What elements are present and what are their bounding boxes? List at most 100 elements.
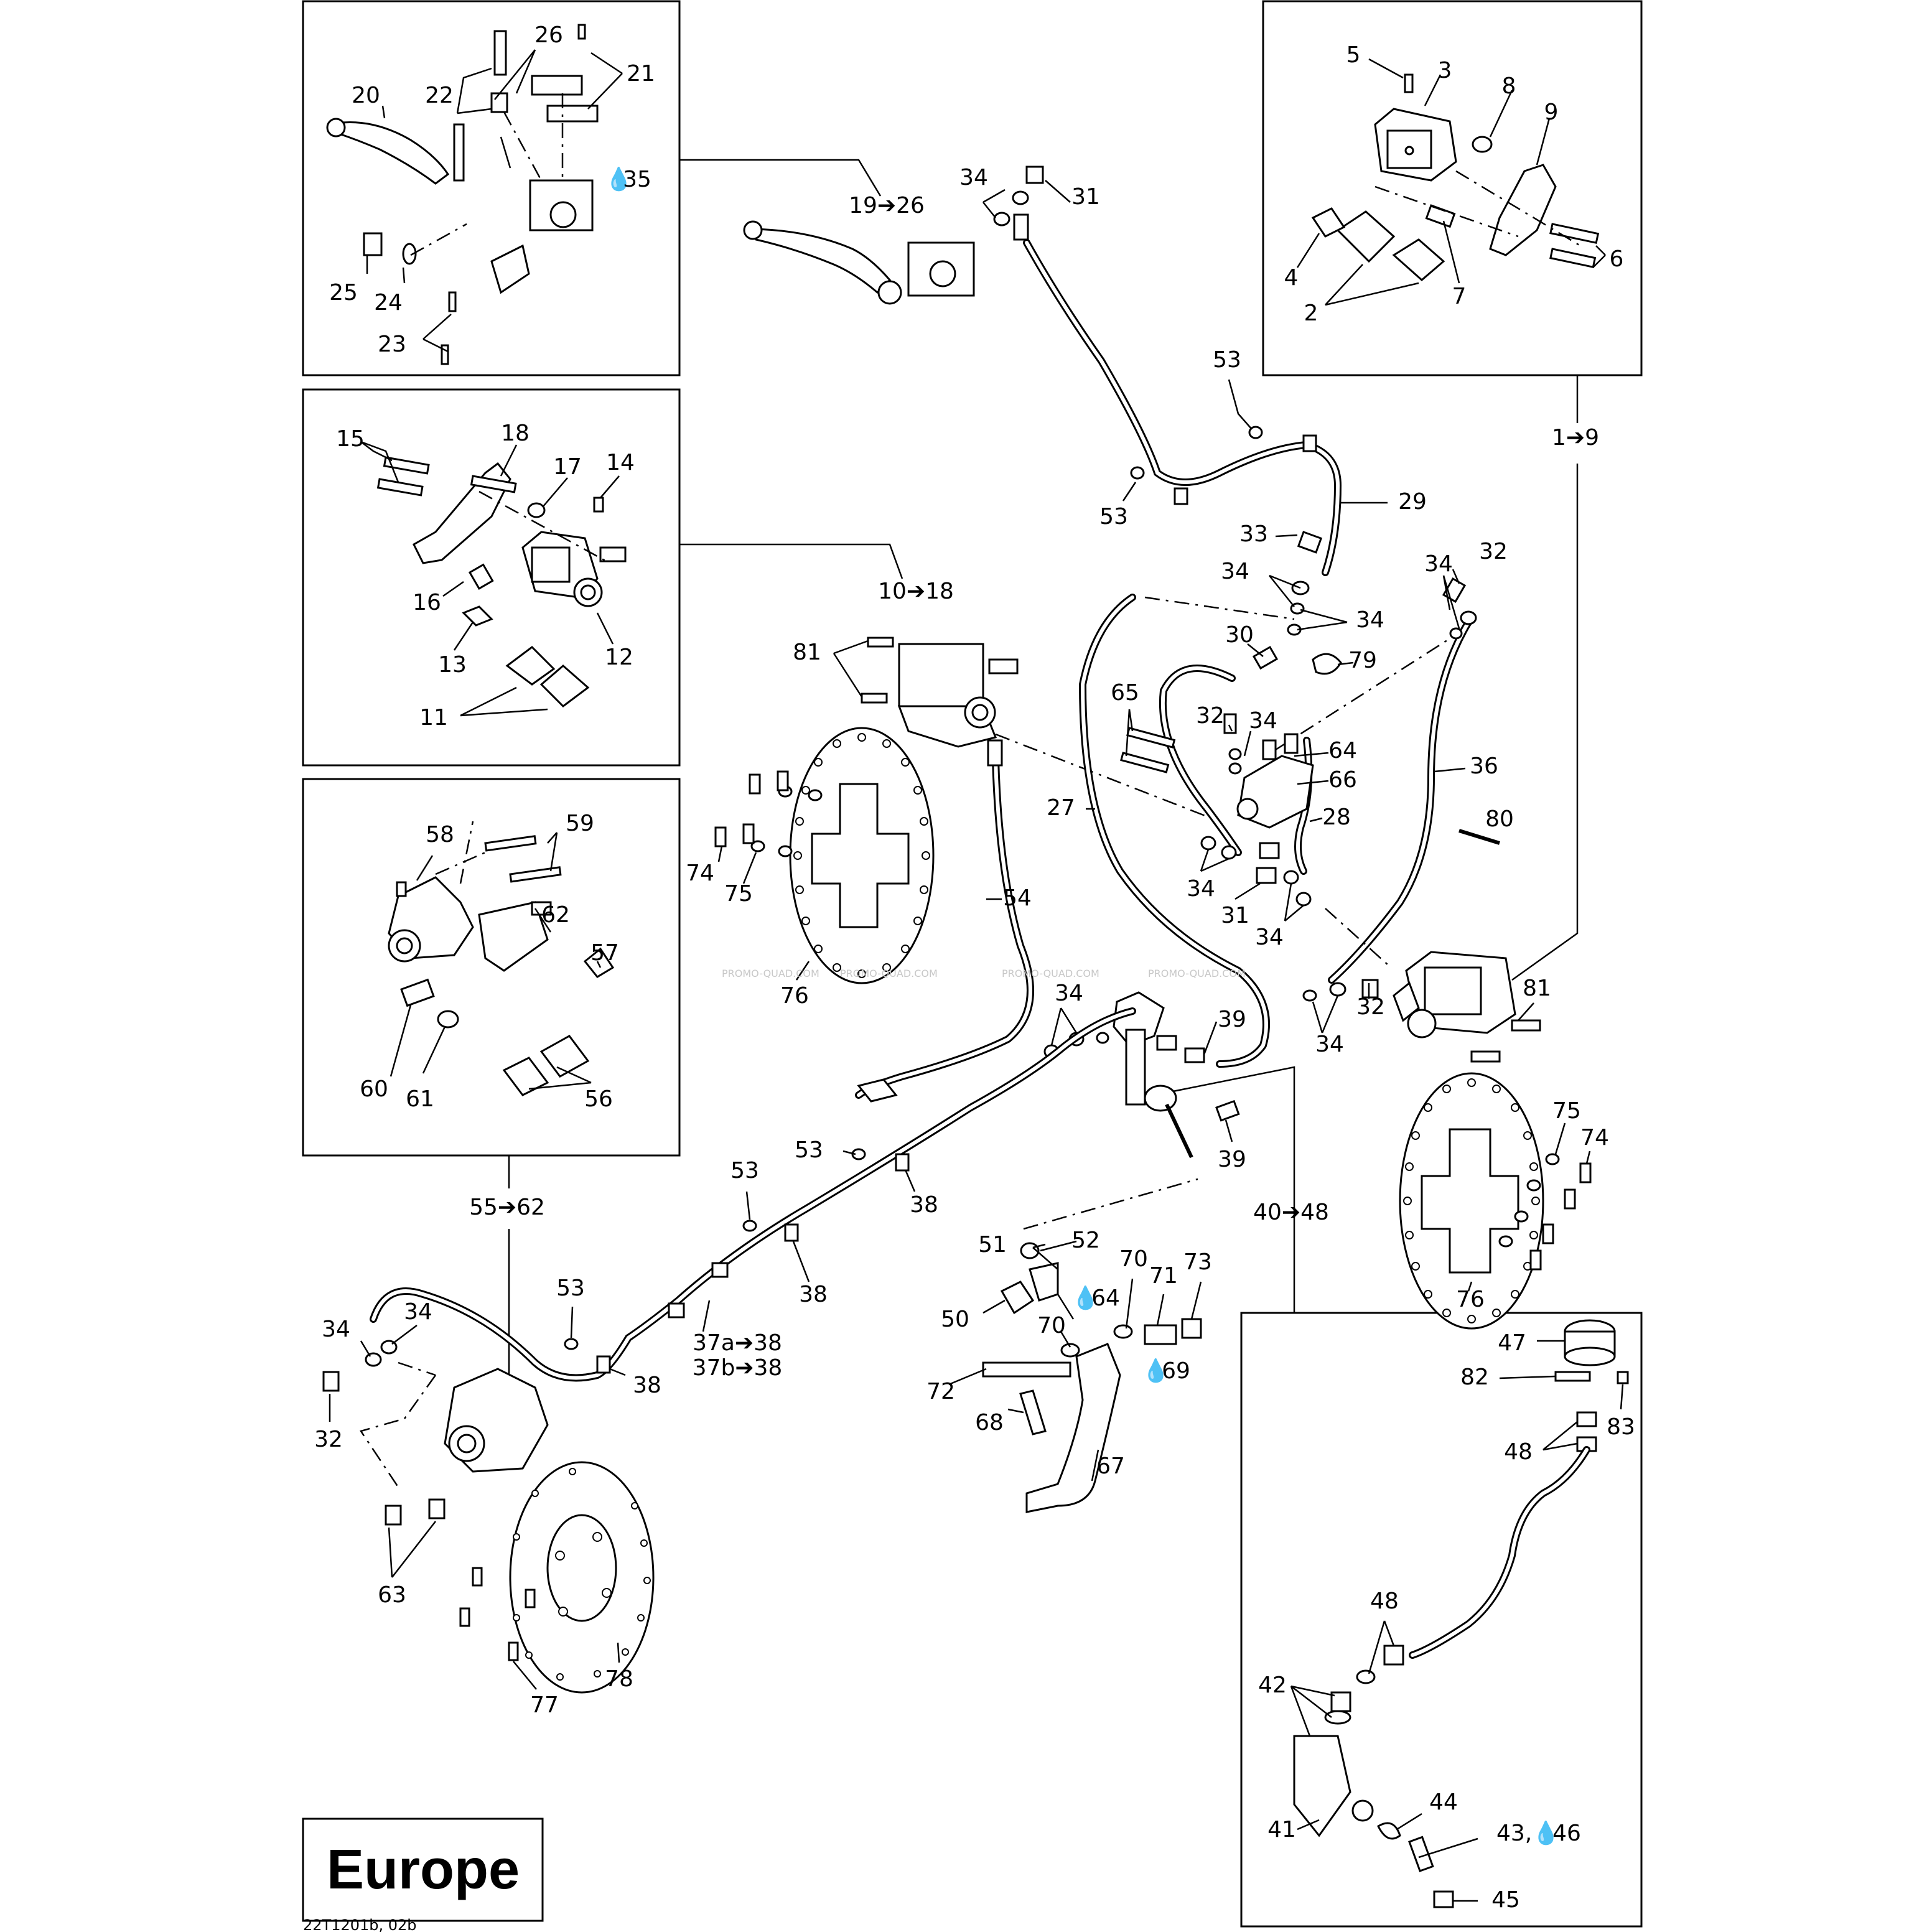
detail-box-master-cylinder	[302, 0, 681, 376]
callout-34-right: 34	[1424, 551, 1453, 577]
callout-15: 15	[336, 426, 365, 452]
callout-73: 73	[1183, 1249, 1212, 1275]
callout-11: 11	[419, 705, 448, 730]
detail-box-rear-master-cylinder	[1240, 1312, 1643, 1928]
callout-81-b: 81	[1523, 976, 1551, 1001]
front-left-caliper-parts	[360, 441, 627, 717]
callout-32-right: 32	[1479, 539, 1508, 564]
master-cylinder-parts	[326, 24, 623, 365]
leader-40-48b	[1169, 1066, 1295, 1185]
callout-52: 52	[1071, 1228, 1100, 1253]
front-left-caliper-center	[861, 637, 1019, 748]
callout-34-center: 34	[1055, 981, 1083, 1006]
callout-32-rear: 32	[314, 1427, 343, 1452]
callout-53-c: 53	[795, 1137, 823, 1163]
callout-2: 2	[1304, 301, 1318, 326]
callout-45: 45	[1491, 1887, 1520, 1913]
callout-82: 82	[1460, 1365, 1489, 1390]
callout-35-oil-icon: 💧	[605, 166, 633, 192]
callout-79: 79	[1348, 648, 1377, 673]
callout-64-pedal: 64	[1091, 1286, 1120, 1311]
callout-34-rear-a: 34	[322, 1317, 350, 1342]
disc-bolts-right	[1498, 1153, 1592, 1271]
callout-69: 69	[1162, 1358, 1190, 1384]
ref-10-18: 10➔18	[878, 579, 954, 604]
callout-28: 28	[1322, 805, 1351, 830]
europe-label-box	[302, 1818, 544, 1922]
front-right-caliper-center	[1302, 951, 1541, 1063]
callout-81-a: 81	[793, 640, 821, 665]
detail-box-front-left-caliper	[302, 388, 681, 767]
callout-6: 6	[1610, 246, 1624, 272]
callout-34-low-a: 34	[1187, 876, 1215, 902]
callout-34-top: 34	[959, 165, 988, 190]
callout-57: 57	[590, 940, 619, 966]
front-brake-hose-29	[1023, 239, 1342, 576]
drawing-reference: 22T1201b, 02b	[303, 1916, 417, 1932]
callout-76-right: 76	[1456, 1287, 1485, 1312]
detail-box-front-right-caliper	[1262, 0, 1643, 376]
callout-71: 71	[1149, 1263, 1178, 1289]
callout-67: 67	[1096, 1454, 1125, 1479]
callout-46-oil-icon: 💧	[1532, 1820, 1560, 1846]
brake-valve-center	[1043, 991, 1240, 1159]
lever-assembly-center	[743, 220, 975, 305]
watermark-1: PROMO-QUAD.COM	[722, 968, 819, 979]
disc-bolts-left	[714, 770, 823, 857]
callout-53-d: 53	[730, 1158, 759, 1183]
callout-80: 80	[1485, 806, 1514, 832]
callout-70-a: 70	[1119, 1246, 1148, 1272]
callout-38-c: 38	[633, 1373, 661, 1398]
ref-37b-38: 37b➔38	[693, 1355, 783, 1381]
callout-61: 61	[406, 1086, 434, 1112]
leader-1-9b	[1511, 464, 1579, 981]
watermark-2: PROMO-QUAD.COM	[840, 968, 938, 979]
callout-53-b: 53	[1099, 504, 1128, 530]
callout-17: 17	[553, 454, 582, 480]
callout-32-right-low: 32	[1356, 994, 1385, 1020]
callout-29: 29	[1398, 489, 1427, 515]
brake-hose-36	[1328, 618, 1472, 984]
callout-34-mid-b: 34	[1356, 607, 1384, 633]
callout-36: 36	[1470, 754, 1498, 779]
brake-pedal-assembly	[982, 1242, 1202, 1513]
ref-37a-38: 37a➔38	[693, 1330, 782, 1356]
front-left-brake-disc	[789, 727, 935, 984]
watermark-4: PROMO-QUAD.COM	[1148, 968, 1246, 979]
callout-48-a: 48	[1504, 1439, 1533, 1465]
callout-21: 21	[627, 61, 655, 86]
hose-fittings-top	[993, 166, 1323, 636]
front-right-brake-disc	[1399, 1072, 1544, 1330]
callout-34-mid-c: 34	[1249, 708, 1277, 734]
callout-24: 24	[374, 290, 403, 315]
callout-42: 42	[1258, 1673, 1287, 1698]
callout-5: 5	[1346, 42, 1361, 68]
callout-44: 44	[1429, 1790, 1458, 1815]
callout-64: 64	[1328, 738, 1357, 763]
callout-9: 9	[1544, 100, 1559, 125]
callout-70-b: 70	[1037, 1313, 1066, 1338]
callout-50: 50	[941, 1307, 969, 1332]
rear-hose-clips	[322, 1148, 910, 1392]
callout-32-mid: 32	[1196, 703, 1225, 729]
callout-56: 56	[584, 1086, 613, 1112]
leader-19-26	[679, 159, 882, 197]
brake-hose-inner	[1159, 665, 1242, 856]
rear-caliper-assembly	[360, 1361, 549, 1526]
callout-18: 18	[501, 421, 530, 446]
ref-40-48: 40➔48	[1253, 1200, 1329, 1225]
callout-39-b: 39	[1218, 1147, 1246, 1172]
rear-brake-disc	[509, 1461, 655, 1694]
callout-34-rear-b: 34	[404, 1299, 432, 1325]
ref-19-26: 19➔26	[849, 193, 925, 218]
callout-72: 72	[926, 1379, 955, 1404]
watermark-3: PROMO-QUAD.COM	[1002, 968, 1099, 979]
rear-master-cylinder-parts	[1293, 1319, 1629, 1908]
callout-83: 83	[1607, 1414, 1635, 1440]
callout-78: 78	[605, 1666, 633, 1692]
callout-39-a: 39	[1218, 1007, 1246, 1032]
rear-disc-bolts	[459, 1567, 536, 1661]
callout-76-left: 76	[780, 983, 809, 1009]
callout-13: 13	[438, 652, 467, 678]
